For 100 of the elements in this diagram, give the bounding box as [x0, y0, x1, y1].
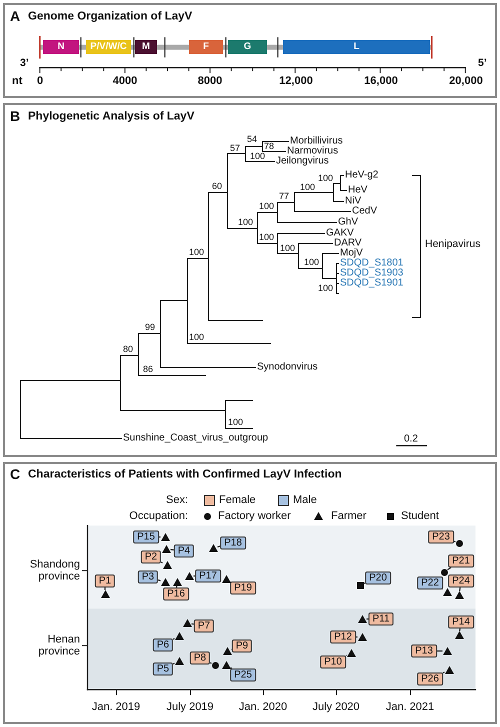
scale-label: 0.2 [404, 433, 418, 445]
tick-label: 20,000 [449, 74, 483, 88]
patient-tag: P26 [417, 672, 443, 686]
patient-tag: P17 [195, 570, 221, 582]
patient-tag: P3 [138, 570, 158, 584]
taxon-label: HeV-g2 [345, 169, 378, 181]
leader-line [346, 654, 347, 656]
row-label: Henan province [37, 634, 80, 658]
leader-line [158, 536, 160, 538]
triangle-marker [222, 575, 230, 583]
patient-tag: P20 [365, 572, 391, 584]
patient-tag: P4 [174, 544, 194, 558]
legend-heading: Sex: [166, 494, 188, 506]
leader-line [160, 562, 163, 564]
triangle-marker [442, 588, 452, 596]
triangle-marker [174, 657, 184, 665]
gene-segment: P/V/W/C [86, 40, 131, 54]
row-label: Shandong province [28, 558, 80, 584]
tick-label: Jan. 2019 [92, 700, 140, 714]
patient-tag: P2 [140, 550, 162, 564]
patient-tag: P18 [220, 536, 246, 550]
tick-label: 12,000 [279, 74, 313, 88]
panel-title: Genome Organization of LayV [28, 10, 192, 24]
circle-marker [440, 568, 448, 576]
triangle-marker [454, 591, 464, 599]
leader-line [436, 650, 442, 652]
triangle-marker [184, 572, 194, 580]
leader-line [158, 579, 161, 582]
tick-label: Jan. 2021 [386, 700, 434, 714]
leader-line [366, 618, 368, 620]
patient-tag: P14 [448, 616, 474, 628]
leader-line [217, 546, 220, 548]
legend-heading: Occupation: [129, 510, 188, 522]
patient-tag: P19 [230, 582, 256, 594]
triangle-marker [162, 545, 170, 553]
gene-segment: L [283, 40, 430, 54]
leader-line [172, 638, 175, 640]
legend-label: Factory worker [218, 510, 291, 522]
patient-tag: P6 [152, 638, 174, 652]
triangle-marker [160, 533, 170, 541]
patient-tag: P16 [163, 588, 189, 600]
tick-label: 16,000 [364, 74, 398, 88]
leader-line [447, 567, 452, 570]
clade-label: Henipavirus [425, 239, 480, 251]
legend-label: Male [293, 494, 317, 506]
circle-marker [456, 540, 462, 546]
leader-line [356, 636, 358, 638]
leader-line [170, 548, 174, 550]
triangle-marker [358, 615, 366, 623]
gene-segment: G [228, 40, 267, 54]
patient-tag: P10 [320, 656, 346, 668]
triangle-marker [358, 633, 366, 641]
patient-tag: P13 [411, 644, 437, 658]
panel-title: Characteristics of Patients with Confirmed LayV Infection [28, 468, 342, 482]
leader-line [230, 667, 232, 669]
tick-label: July 2019 [166, 700, 214, 714]
legend-label: Student [401, 510, 439, 522]
gene-segment: M [135, 40, 157, 54]
tick-label: Jan. 2020 [238, 700, 288, 714]
taxon-label: HeV [348, 184, 368, 196]
leader-line [363, 582, 366, 584]
leader-line [191, 623, 194, 625]
patient-tag: P15 [133, 530, 159, 544]
leader-line [442, 672, 445, 674]
leader-line [176, 586, 178, 588]
taxon-label: SDQD_S1901 [340, 277, 404, 289]
leader-line [454, 540, 456, 542]
patient-tag: P8 [190, 652, 210, 664]
triangle-marker [222, 661, 230, 669]
leader-line [194, 575, 196, 577]
patient-tag: P1 [94, 574, 116, 588]
leader-line [104, 588, 106, 590]
leader-line [172, 662, 175, 664]
tick-label: 0 [36, 74, 44, 88]
tick-label: 8000 [198, 74, 222, 88]
patient-tag: P7 [194, 620, 214, 632]
circle-marker [212, 662, 218, 668]
gene-segment: N [43, 40, 79, 54]
triangle-marker [222, 647, 232, 655]
patient-tag: P5 [152, 662, 174, 676]
triangle-marker [442, 647, 452, 655]
patient-tag: P22 [417, 576, 443, 590]
leader-line [459, 628, 461, 632]
patient-tag: P21 [448, 554, 474, 568]
triangle-marker [444, 666, 454, 674]
gene-segment: F [189, 40, 223, 54]
triangle-marker [160, 578, 170, 586]
taxon-label: SDQD_S1903 [340, 267, 404, 278]
panel-title: Phylogenetic Analysis of LayV [28, 110, 194, 124]
taxon-label: CedV [352, 205, 378, 217]
patient-tag: P9 [232, 640, 252, 652]
tick-label: 4000 [112, 74, 138, 88]
patient-tag: P12 [330, 630, 356, 644]
triangle-marker [162, 561, 172, 569]
triangle-marker [174, 632, 184, 640]
triangle-marker [172, 578, 182, 586]
tick-label: July 2020 [312, 700, 360, 714]
panel-letter: A [10, 9, 20, 25]
strand-label: 5’ [478, 58, 487, 70]
taxon-label: SDQD_S1801 [340, 257, 404, 268]
